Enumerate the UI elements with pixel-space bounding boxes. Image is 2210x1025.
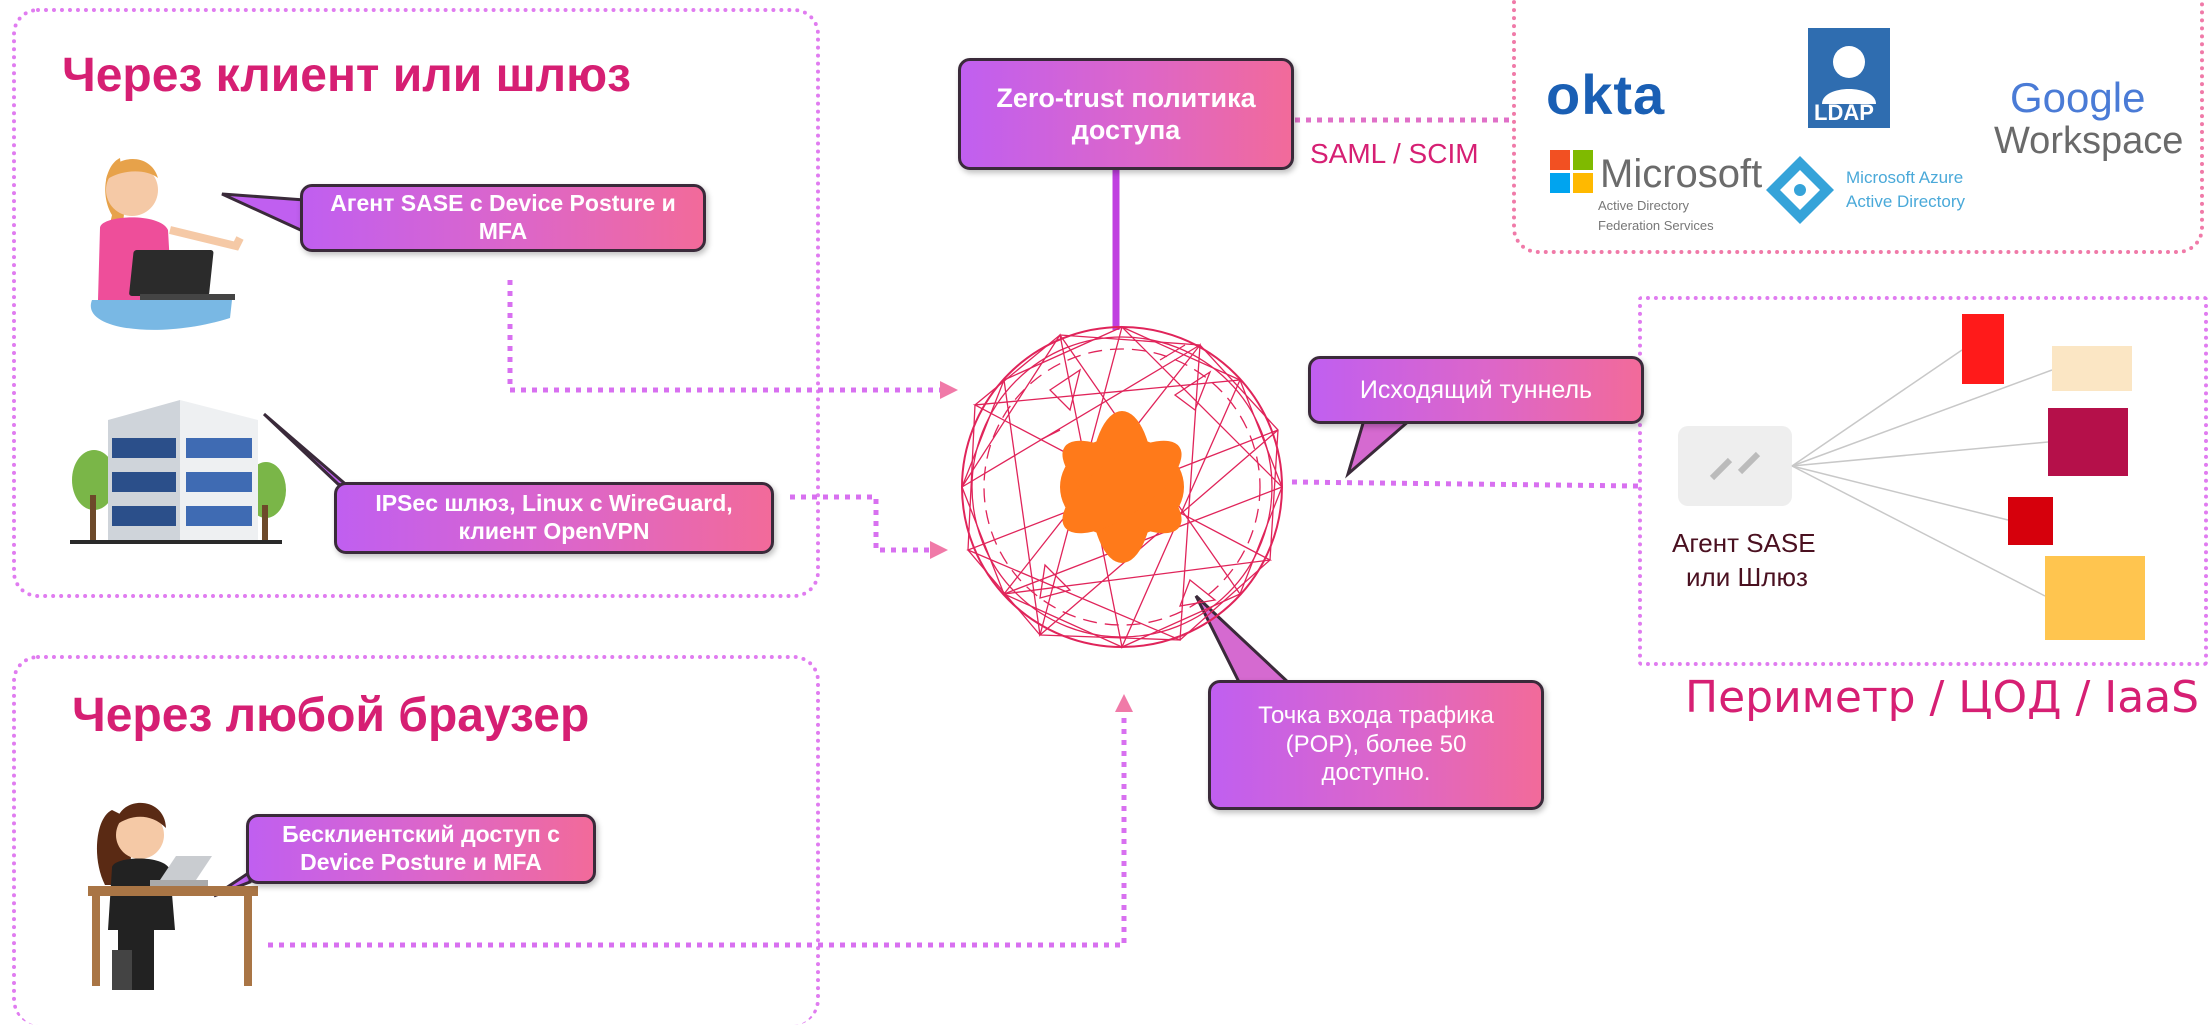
saml-scim-label: SAML / SCIM [1310,138,1479,169]
outbound-tunnel-callout: Исходящий туннель [1308,356,1644,424]
google-logo-line2: Workspace [1994,120,2184,162]
pop-callout: Точка входа трафика (POP), более 50 дост… [1208,680,1544,810]
okta-logo: okta [1546,63,1666,126]
agent-callout-tail [221,192,307,235]
azure-line2: Active Directory [1846,192,1966,211]
orange-star-logo-icon [1060,411,1184,563]
client-gateway-frame [12,8,820,598]
adfs-line1: Active Directory [1598,198,1690,213]
ipsec-arrow [930,541,948,559]
resource-block-yellow [2045,556,2145,640]
ipsec-dotted-line [790,494,930,553]
tunnel-dotted-line [1291,479,1639,489]
agent-dotted-line [507,280,940,393]
woman-with-laptop-icon [90,158,244,330]
perimeter-title: Периметр / ЦОД / IaaS [1685,672,2200,723]
resource-block-crimson [2048,408,2128,476]
resource-block-darkred [2008,497,2053,545]
tunnel-callout-tail [1345,418,1415,479]
azure-line1: Microsoft Azure [1846,168,1964,187]
agent-label-line1: Агент SASE [1672,528,1816,558]
agent-arrow [940,381,958,399]
microsoft-logo-text: Microsoft [1600,152,1763,196]
ipsec-callout: IPSec шлюз, Linux с WireGuard, клиент Op… [334,482,774,554]
agent-label-line2: или Шлюз [1686,562,1808,592]
gateway-device-icon [1678,426,1792,506]
clientless-callout: Бесклиентский доступ с Device Posture и … [246,814,596,884]
browser-arrow [1115,694,1133,712]
ldap-logo-text: LDAP [1814,100,1874,125]
fanout-lines [1791,349,2053,597]
microsoft-logo-icon [1550,150,1593,193]
identity-providers-frame [1512,0,2204,254]
zero-trust-callout: Zero-trust политика доступа [958,58,1294,170]
woman-at-desk-icon [88,802,258,990]
adfs-line2: Federation Services [1598,218,1714,233]
browser-frame [12,655,820,1025]
resource-block-red [1962,314,2004,384]
browser-title: Через любой браузер [72,689,590,742]
google-logo-line1: Google [2010,74,2146,121]
azure-ad-icon [1766,156,1834,224]
sase-agent-callout: Агент SASE с Device Posture и MFA [300,184,706,252]
ldap-icon [1808,28,1890,128]
resource-block-cream [2052,346,2132,391]
office-building-icon [70,400,286,544]
client-gateway-title: Через клиент или шлюз [62,49,631,102]
perimeter-frame [1638,296,2208,666]
